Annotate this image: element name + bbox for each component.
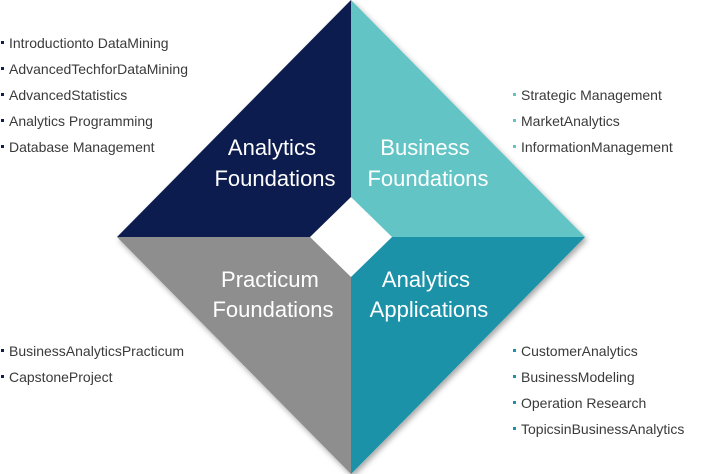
analytics-applications-quadrant [351,237,585,474]
list-item: CapstoneProject [1,368,184,394]
center-diamond [310,197,392,277]
course-label: CapstoneProject [9,369,113,385]
bullet-icon [1,349,4,352]
list-item: MarketAnalytics [513,112,673,138]
practicum-foundations-title: Practicum Foundations [212,267,333,322]
analytics-foundations-course-list: Introductionto DataMining AdvancedTechfo… [1,34,188,164]
course-label: CustomerAnalytics [521,343,638,359]
list-item: InformationManagement [513,138,673,164]
bullet-icon [1,119,4,122]
analytics-foundations-title-line1: Analytics [228,135,316,160]
analytics-foundations-title-line2: Foundations [214,166,335,191]
course-label: MarketAnalytics [521,113,620,129]
bullet-icon [513,427,516,430]
analytics-applications-title-line2: Applications [370,297,489,322]
bullet-icon [1,145,4,148]
bullet-icon [513,119,516,122]
business-foundations-title: Business Foundations [367,135,488,191]
analytics-foundations-quadrant [117,0,351,237]
list-item: AdvancedStatistics [1,86,188,112]
bullet-icon [513,349,516,352]
bullet-icon [513,401,516,404]
business-foundations-quadrant [351,0,585,237]
bullet-icon [1,93,4,96]
practicum-foundations-title-line2: Foundations [212,297,333,322]
course-label: Database Management [9,139,155,155]
bullet-icon [513,375,516,378]
business-foundations-title-line1: Business [380,135,469,160]
analytics-foundations-title: Analytics Foundations [214,135,335,191]
course-label: Introductionto DataMining [9,35,169,51]
list-item: Database Management [1,138,188,164]
course-label: AdvancedStatistics [9,87,128,103]
practicum-foundations-quadrant [117,237,351,474]
bullet-icon [513,93,516,96]
list-item: Analytics Programming [1,112,188,138]
course-label: Strategic Management [521,87,662,103]
practicum-foundations-title-line1: Practicum [221,267,319,292]
course-label: TopicsinBusinessAnalytics [521,421,685,437]
bullet-icon [1,375,4,378]
list-item: CustomerAnalytics [513,342,684,368]
bullet-icon [1,67,4,70]
practicum-foundations-course-list: BusinessAnalyticsPracticum CapstoneProje… [1,342,184,394]
list-item: Strategic Management [513,86,673,112]
course-label: InformationManagement [521,139,673,155]
course-label: AdvancedTechforDataMining [9,61,188,77]
analytics-applications-title: Analytics Applications [370,267,489,322]
bullet-icon [1,41,4,44]
list-item: BusinessModeling [513,368,684,394]
list-item: Introductionto DataMining [1,34,188,60]
analytics-applications-course-list: CustomerAnalytics BusinessModeling Opera… [513,342,684,446]
course-label: BusinessAnalyticsPracticum [9,343,185,359]
list-item: Operation Research [513,394,684,420]
course-label: BusinessModeling [521,369,635,385]
course-label: Analytics Programming [9,113,153,129]
course-label: Operation Research [521,395,647,411]
analytics-applications-title-line1: Analytics [382,267,470,292]
list-item: AdvancedTechforDataMining [1,60,188,86]
business-foundations-course-list: Strategic Management MarketAnalytics Inf… [513,86,673,164]
business-foundations-title-line2: Foundations [367,166,488,191]
bullet-icon [513,145,516,148]
list-item: BusinessAnalyticsPracticum [1,342,184,368]
list-item: TopicsinBusinessAnalytics [513,420,684,446]
